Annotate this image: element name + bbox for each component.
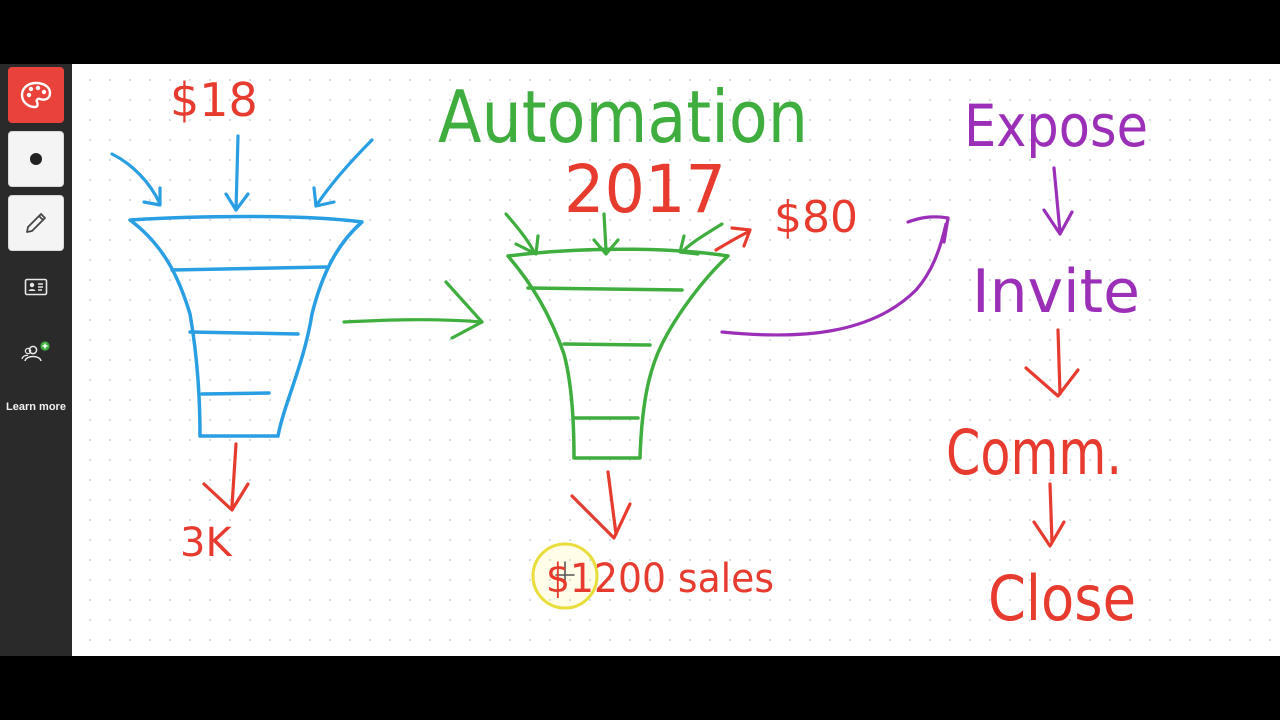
whiteboard-canvas[interactable]: $18 3K Automation 2017 $80 $1200 sales E… (72, 64, 1280, 656)
dot-tool-button[interactable] (8, 131, 64, 187)
upsell-arrow (716, 228, 750, 250)
palette-icon (19, 80, 53, 110)
video-letterbox-bottom (0, 656, 1280, 720)
step-close-label: Close (988, 562, 1136, 635)
tool-sidebar: Learn more (0, 64, 72, 656)
pencil-icon (23, 210, 49, 236)
whiteboard-drawing: $18 3K Automation 2017 $80 $1200 sales E… (72, 64, 1280, 656)
invite-people-button[interactable] (8, 330, 64, 374)
price-right-label: $80 (774, 192, 858, 243)
connector-arrow (344, 282, 482, 338)
left-funnel (130, 217, 362, 437)
whiteboard-app: Learn more (0, 64, 1280, 656)
video-letterbox-top (0, 0, 1280, 64)
dot-icon (28, 151, 44, 167)
left-funnel-output-arrow (204, 444, 248, 510)
pencil-tool-button[interactable] (8, 195, 64, 251)
price-left-label: $18 (170, 73, 258, 127)
step-comm-label: Comm. (946, 416, 1122, 489)
year-label: 2017 (564, 151, 726, 228)
learn-more-link[interactable]: Learn more (6, 402, 66, 413)
center-funnel (508, 249, 728, 458)
result-right-label: $1200 sales (546, 556, 774, 602)
title-label: Automation (438, 75, 808, 159)
left-funnel-input-arrows (112, 136, 372, 210)
palette-button[interactable] (8, 67, 64, 123)
add-people-icon (21, 340, 51, 364)
contact-card-button[interactable] (8, 265, 64, 309)
center-funnel-output-arrow (572, 472, 630, 538)
contact-card-icon (24, 278, 48, 296)
step-arrows (1044, 168, 1072, 234)
step-expose-label: Expose (964, 92, 1148, 160)
step-invite-label: Invite (972, 257, 1140, 327)
result-left-label: 3K (180, 520, 233, 566)
